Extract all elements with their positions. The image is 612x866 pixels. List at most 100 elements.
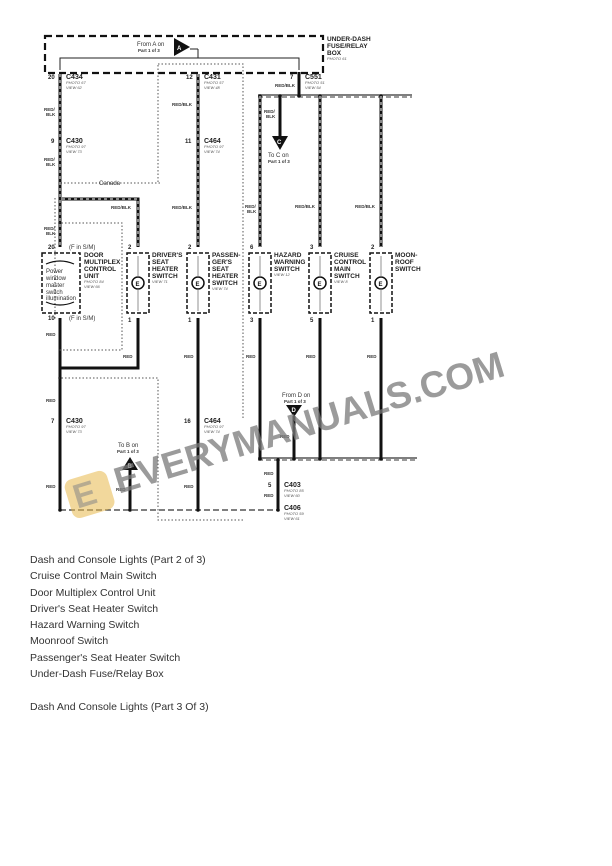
wire-color: RED/BLK xyxy=(355,204,376,209)
wire-color: RED xyxy=(184,484,194,489)
c434-label: C434 xyxy=(66,74,83,81)
door-unit-inner: switch xyxy=(46,290,63,296)
c406-photo: PHOTO 59 xyxy=(284,511,304,516)
passenger-view: VIEW 74 xyxy=(212,286,229,291)
svg-text:E: E xyxy=(258,282,262,288)
wire-color: RED xyxy=(123,354,133,359)
wire-color: RED/ xyxy=(44,157,56,162)
component-list: Dash and Console Lights (Part 2 of 3) Cr… xyxy=(30,552,209,715)
wire-color: RED xyxy=(367,354,377,359)
to-c-line1: To C on xyxy=(268,153,289,159)
door-unit-inner: window xyxy=(45,276,67,282)
c430-label: C430 xyxy=(66,138,83,145)
list-item: Passenger's Seat Heater Switch xyxy=(30,651,181,664)
cruise-control-main-switch: E 3 5 CRUISE CONTROL MAIN SWITCH VIEW 8 xyxy=(308,245,366,324)
moonroof-label: MOON- xyxy=(395,252,417,259)
cruise-label: CONTROL xyxy=(334,259,366,266)
list-item: Door Multiplex Control Unit xyxy=(30,586,156,599)
c403-photo: PHOTO 85 xyxy=(284,488,304,493)
c431-label: C431 xyxy=(204,74,221,81)
wire-color: RED xyxy=(264,471,274,476)
c406-view: VIEW 61 xyxy=(284,516,300,521)
wire-color: RED/BLK xyxy=(111,205,132,210)
wire-color: RED xyxy=(184,354,194,359)
svg-text:E: E xyxy=(318,282,322,288)
door-unit-pin-bottom: 10 xyxy=(48,316,55,322)
c430b-label: C430 xyxy=(66,418,83,425)
c430b-view: VIEW 73 xyxy=(66,429,83,434)
to-c-line2: Part 1 of 3 xyxy=(268,159,290,164)
hazard-label: HAZARD xyxy=(274,252,302,259)
hazard-view: VIEW 12 xyxy=(274,272,291,277)
c434-photo: PHOTO 67 xyxy=(66,80,86,85)
spacer xyxy=(30,682,209,698)
passenger-pin-bottom: 1 xyxy=(188,318,192,324)
driver-label: DRIVER'S xyxy=(152,252,183,259)
c551-pin: 7 xyxy=(290,75,294,81)
c464-pin: 11 xyxy=(185,139,192,145)
wire-color: RED xyxy=(246,354,256,359)
svg-text:E: E xyxy=(379,282,383,288)
wire-color: RED/BLK xyxy=(172,205,193,210)
driver-seat-heater-switch: E 2 1 DRIVER'S SEAT HEATER SWITCH VIEW 7… xyxy=(126,245,183,324)
from-a-line2: Part 1 of 3 xyxy=(138,48,160,53)
door-unit-photo: PHOTO 84 xyxy=(84,279,104,284)
c464-view: VIEW 74 xyxy=(204,149,221,154)
passenger-label: HEATER xyxy=(212,273,239,280)
driver-label: SWITCH xyxy=(152,273,178,280)
to-b-letter: B xyxy=(128,464,133,470)
from-a-reference: From A on Part 1 of 3 A xyxy=(137,38,190,56)
door-unit-inner: master xyxy=(46,283,64,289)
to-c-letter: C xyxy=(277,140,282,146)
fuse-box-label-2: FUSE/RELAY xyxy=(327,43,368,50)
door-unit-label: MULTIPLEX xyxy=(84,259,121,266)
door-unit-pin-top-note: (F in S/M) xyxy=(69,245,95,251)
passenger-label: SWITCH xyxy=(212,280,238,287)
c430b-photo: PHOTO 97 xyxy=(66,424,86,429)
to-b-line2: Part 1 of 3 xyxy=(117,449,139,454)
door-unit-view: VIEW 66 xyxy=(84,284,101,289)
wire-color: BLK xyxy=(46,112,56,117)
c434-view: VIEW 62 xyxy=(66,85,83,90)
wire-color: BLK xyxy=(266,114,276,119)
c464b-view: VIEW 74 xyxy=(204,429,221,434)
list-item: Hazard Warning Switch xyxy=(30,619,140,632)
svg-text:E: E xyxy=(196,282,200,288)
passenger-label: PASSEN- xyxy=(212,252,240,259)
hazard-pin-bottom: 3 xyxy=(250,318,254,324)
fuse-box-label-3: BOX xyxy=(327,50,342,57)
c430-pin: 9 xyxy=(51,139,55,145)
from-a-line1: From A on xyxy=(137,42,164,48)
door-unit-inner: Power xyxy=(46,269,63,275)
door-unit-label: CONTROL xyxy=(84,266,116,273)
moonroof-pin-bottom: 1 xyxy=(371,318,375,324)
wire-color: RED/ xyxy=(245,204,257,209)
hazard-label: WARNING xyxy=(274,259,305,266)
driver-label: HEATER xyxy=(152,266,179,273)
driver-label: SEAT xyxy=(152,259,169,266)
cruise-pin-top: 3 xyxy=(310,245,314,251)
c464-photo: PHOTO 97 xyxy=(204,144,224,149)
c551-view: VIEW 54 xyxy=(305,85,322,90)
driver-view: VIEW 71 xyxy=(152,279,168,284)
cruise-label: CRUISE xyxy=(334,252,359,259)
door-unit-label: DOOR xyxy=(84,252,104,259)
door-unit-label: UNIT xyxy=(84,273,99,280)
passenger-label: GER'S xyxy=(212,259,233,266)
c551-bus: 7 RED/BLK C551 PHOTO 51 VIEW 54 RED/ BLK… xyxy=(245,72,412,247)
svg-text:E: E xyxy=(136,282,140,288)
passenger-pin-top: 2 xyxy=(188,245,192,251)
c403-view: VIEW 60 xyxy=(284,493,301,498)
hazard-warning-switch: E 6 3 HAZARD WARNING SWITCH VIEW 12 xyxy=(248,245,305,324)
wire-color: RED/ xyxy=(264,109,276,114)
passenger-label: SEAT xyxy=(212,266,229,273)
c431-photo: PHOTO 57 xyxy=(204,80,224,85)
c403-label: C403 xyxy=(284,482,301,489)
door-multiplex-control-unit: 20 (F in S/M) DOOR MULTIPLEX CONTROL UNI… xyxy=(41,245,121,322)
c431-pin: 12 xyxy=(186,75,193,81)
c464b-pin: 16 xyxy=(184,419,191,425)
cruise-label: SWITCH xyxy=(334,273,360,280)
moonroof-label: ROOF xyxy=(395,259,414,266)
wire-color: RED xyxy=(264,493,274,498)
door-unit-pin-bottom-note: (F in S/M) xyxy=(69,316,95,322)
